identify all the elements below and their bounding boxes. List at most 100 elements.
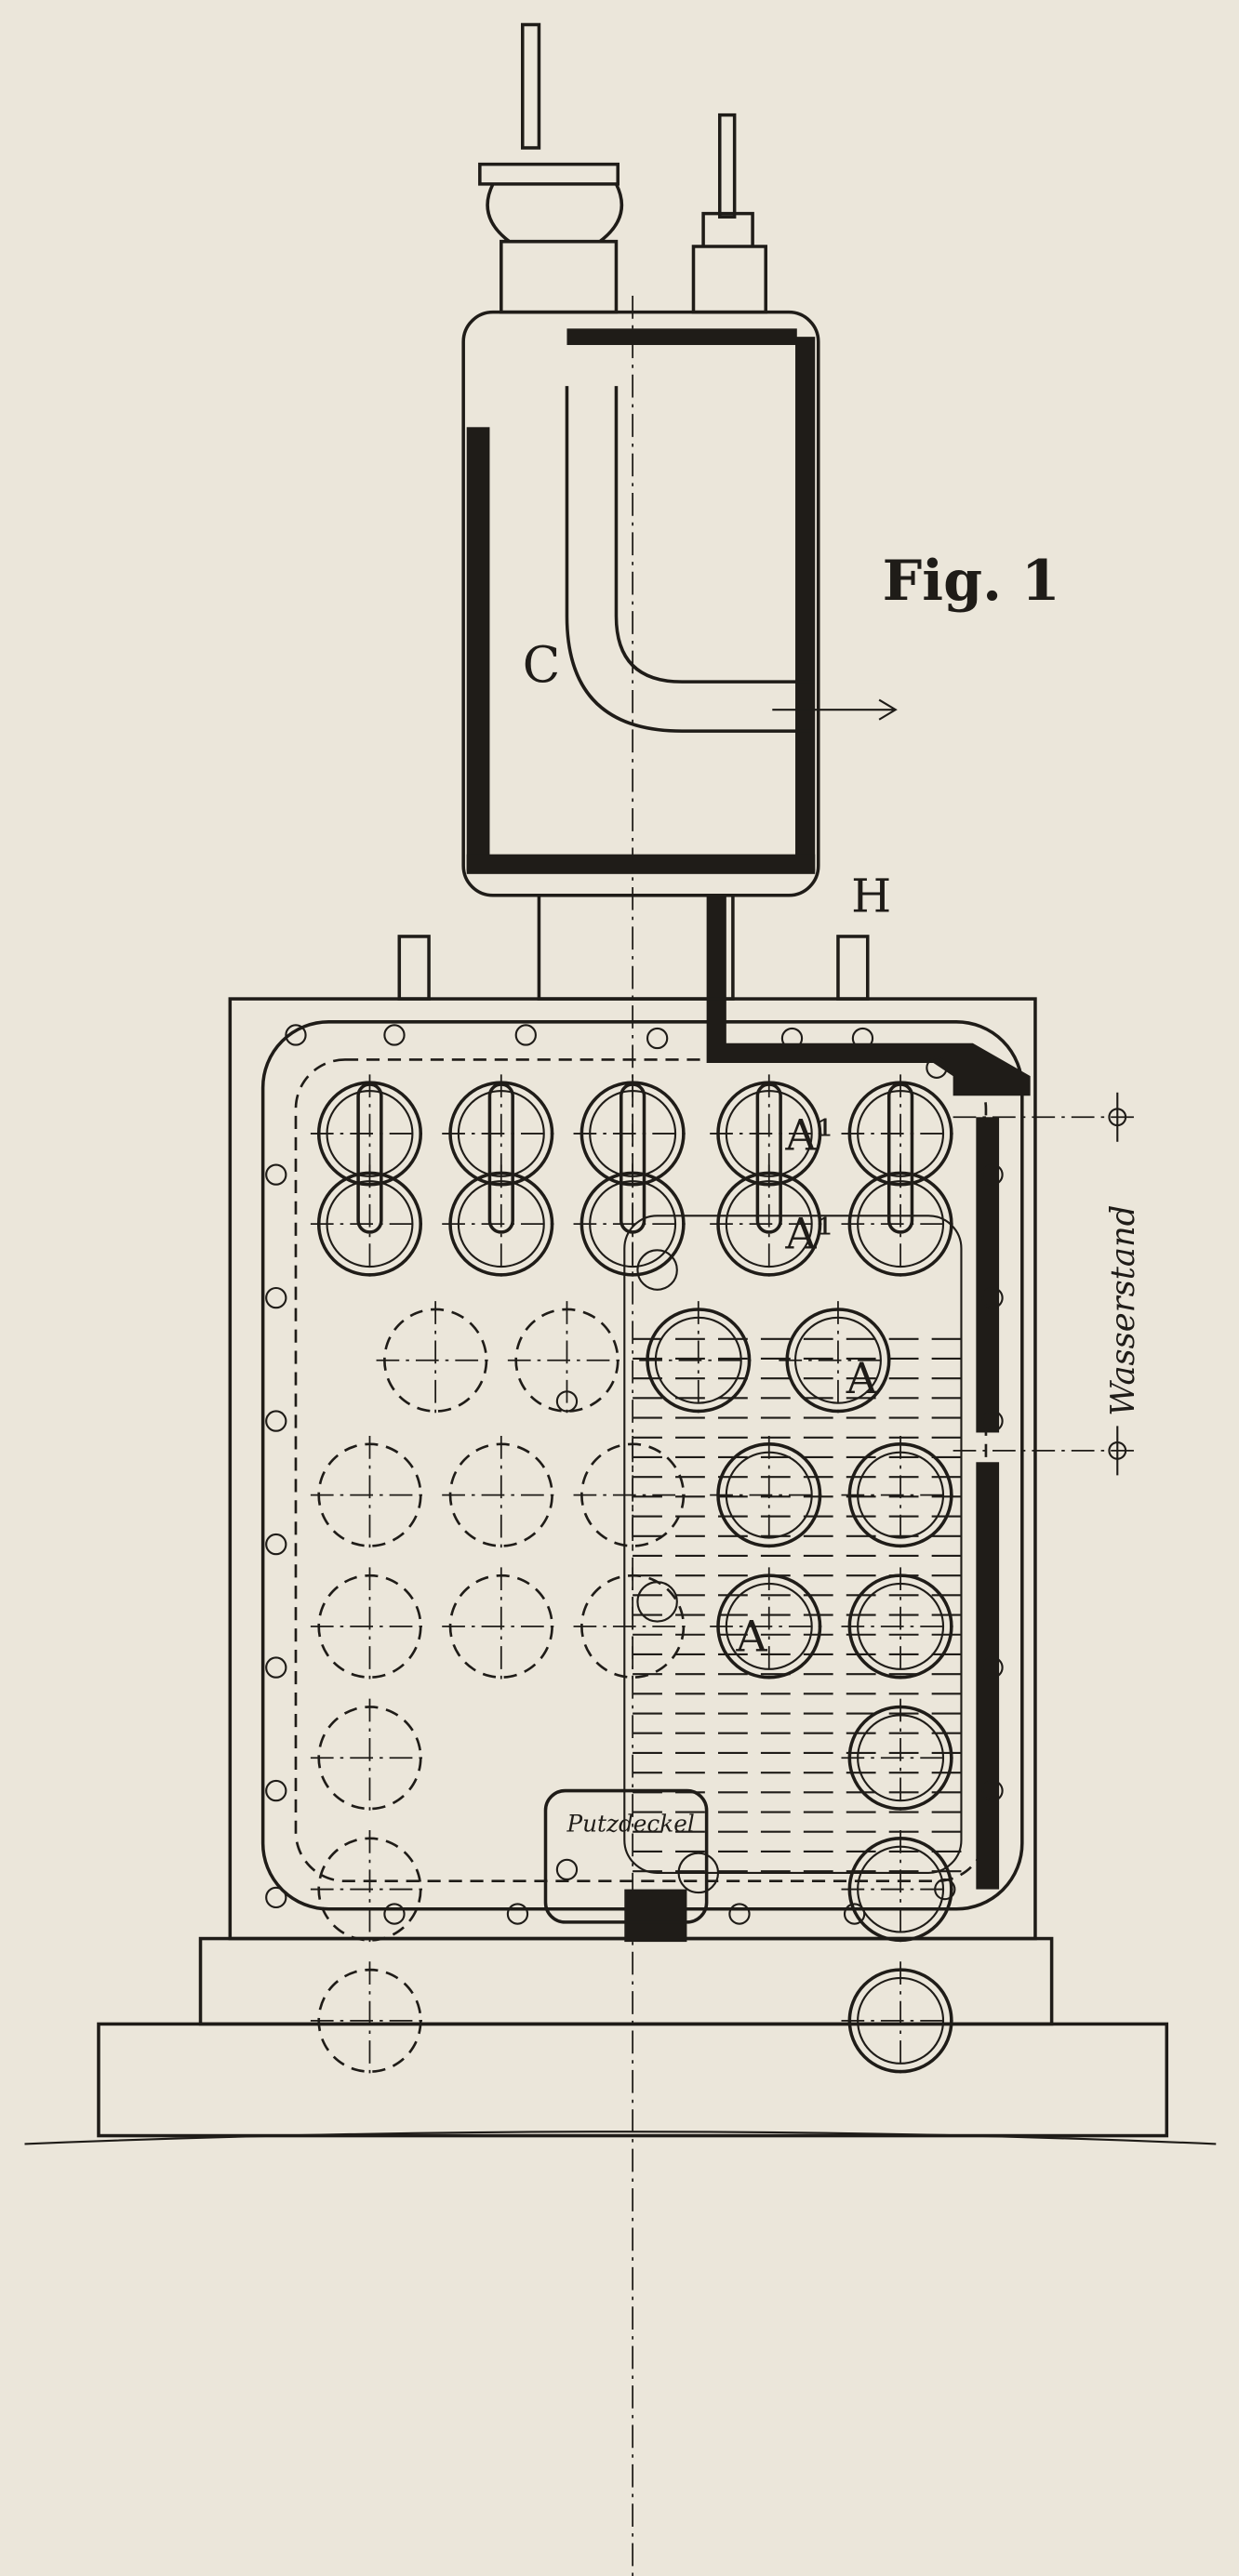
- tube: [841, 1567, 960, 1686]
- rivet: [265, 1779, 287, 1802]
- tube-center-cross: [710, 1567, 829, 1686]
- chamber-wall-top: [566, 328, 797, 345]
- boiler-shell: [260, 1020, 1024, 1911]
- tube: [710, 1435, 829, 1555]
- tube: [710, 1164, 829, 1283]
- label-a-lower: A: [735, 1611, 767, 1661]
- tube: [442, 1435, 561, 1555]
- tube-grid: [310, 1074, 960, 2080]
- rivet: [981, 1410, 1004, 1432]
- rivet: [555, 1390, 579, 1413]
- tube: [573, 1567, 692, 1686]
- chamber-wall-right: [795, 337, 816, 871]
- rivet: [981, 1163, 1004, 1186]
- rivet: [728, 1903, 751, 1925]
- tube-center-cross: [310, 1567, 430, 1686]
- tube: [310, 1829, 430, 1949]
- rivet: [506, 1903, 529, 1925]
- tube-center-cross: [710, 1164, 829, 1283]
- rivet: [265, 1533, 287, 1556]
- rivet: [514, 1024, 537, 1046]
- rivet: [636, 1581, 678, 1623]
- chamber-wall-bottom: [466, 854, 816, 874]
- insulator-right: [691, 113, 767, 314]
- tube: [376, 1301, 495, 1420]
- tube-center-cross: [442, 1164, 561, 1283]
- rivet: [843, 1903, 866, 1925]
- rivet: [383, 1903, 406, 1925]
- flange-bolt-left: [397, 935, 431, 1001]
- tube-center-cross: [841, 1961, 960, 2080]
- tube: [841, 1164, 960, 1283]
- tube-center-cross: [442, 1435, 561, 1555]
- tube-center-cross: [841, 1829, 960, 1949]
- tube: [779, 1301, 898, 1420]
- stay-bolt: [886, 1082, 914, 1234]
- tube: [507, 1301, 627, 1420]
- tube: [710, 1567, 829, 1686]
- tube: [573, 1164, 692, 1283]
- tube-center-cross: [573, 1164, 692, 1283]
- outflow-arrow: [772, 698, 898, 721]
- tube-center-cross: [841, 1164, 960, 1283]
- stay-bolt: [356, 1082, 383, 1234]
- tube: [310, 1567, 430, 1686]
- label-water-level: Wasserstand: [1104, 1205, 1142, 1416]
- tube-center-cross: [310, 1829, 430, 1949]
- flange-bolt-right: [836, 935, 870, 1001]
- plinth: [97, 2022, 1169, 2138]
- tube-center-cross: [841, 1567, 960, 1686]
- tube-center-cross: [573, 1435, 692, 1555]
- figure-title: Fig. 1: [883, 549, 1060, 614]
- label-a1-lower: A¹: [784, 1209, 833, 1259]
- tube: [841, 1961, 960, 2080]
- cleaning-cover: [543, 1788, 709, 1924]
- water-hatching: [633, 1337, 962, 1873]
- tube-center-cross: [507, 1301, 627, 1420]
- chamber-outer: [461, 310, 820, 897]
- tube: [310, 1435, 430, 1555]
- tube: [310, 1164, 430, 1283]
- bottom-drain: [624, 1889, 687, 1943]
- tube: [442, 1164, 561, 1283]
- neck: [537, 894, 735, 1001]
- tube: [310, 1698, 430, 1817]
- label-a-upper: A: [846, 1353, 878, 1403]
- rivet: [646, 1027, 669, 1050]
- tube-center-cross: [310, 1698, 430, 1817]
- tube: [841, 1829, 960, 1949]
- tube-center-cross: [710, 1435, 829, 1555]
- stay-bolt: [755, 1082, 782, 1234]
- rivet: [265, 1886, 287, 1909]
- rivet: [555, 1858, 579, 1881]
- water-level-gauge: [953, 1092, 1134, 1476]
- tube-center-cross: [573, 1567, 692, 1686]
- floor-line: [24, 2131, 1217, 2145]
- rivet: [851, 1027, 874, 1050]
- tube-center-cross: [310, 1961, 430, 2080]
- tube-center-cross: [841, 1698, 960, 1817]
- rivet: [285, 1024, 307, 1046]
- rivet: [636, 1249, 678, 1291]
- base-plate: [198, 1936, 1054, 2026]
- stay-bolt: [620, 1082, 646, 1234]
- stay-bolt: [487, 1082, 514, 1234]
- tube: [639, 1301, 758, 1420]
- rivet: [677, 1852, 720, 1894]
- flue-wall-right: [976, 1117, 1000, 1433]
- rivet: [981, 1286, 1004, 1309]
- steam-pipe: [565, 386, 814, 733]
- rivet: [981, 1779, 1004, 1802]
- rivet: [926, 1056, 948, 1079]
- tube-center-cross: [310, 1164, 430, 1283]
- rivet: [981, 1656, 1004, 1679]
- chamber-wall-left: [466, 427, 490, 871]
- label-h: H: [851, 869, 891, 923]
- tube: [442, 1567, 561, 1686]
- rivet: [265, 1410, 287, 1432]
- tube-center-cross: [639, 1301, 758, 1420]
- tube: [573, 1435, 692, 1555]
- rivet: [934, 1878, 956, 1901]
- label-a1-upper: A¹: [784, 1110, 833, 1161]
